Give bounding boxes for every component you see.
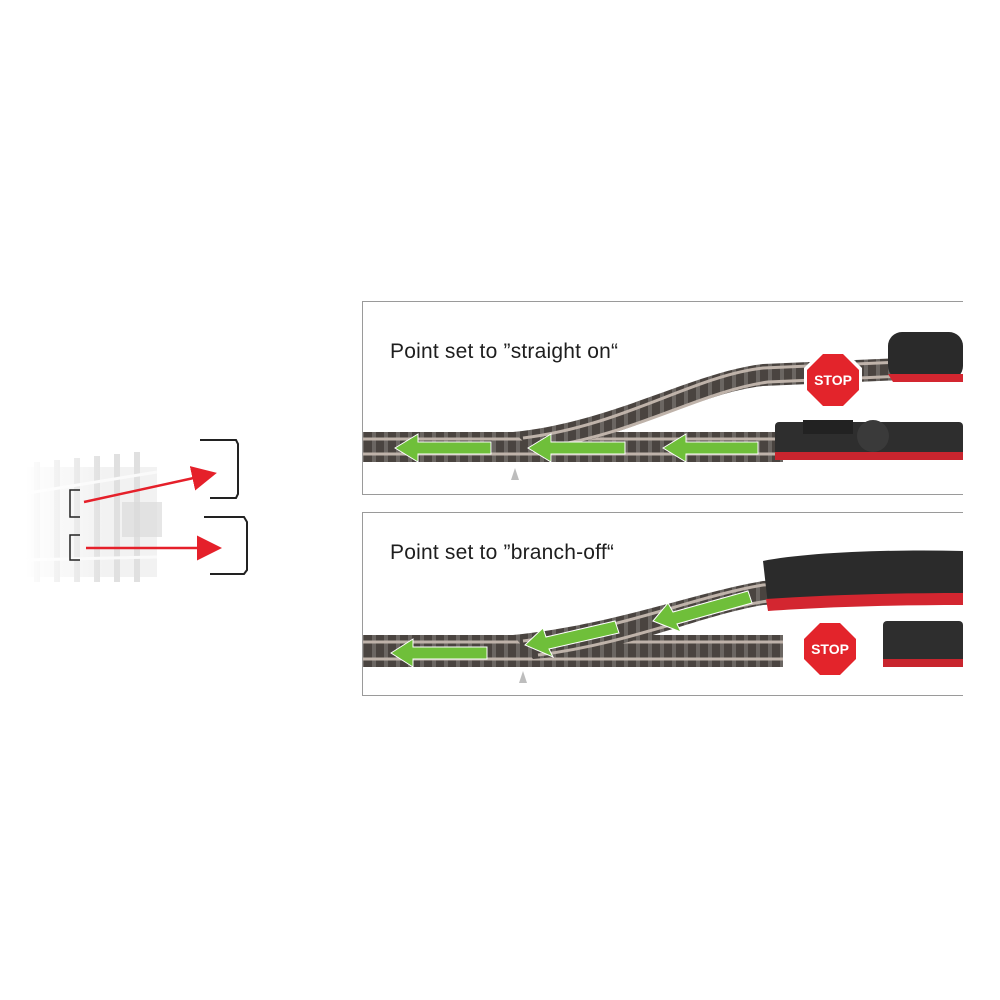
locomotive-branch	[763, 550, 963, 611]
panel-title: Point set to ”straight on“	[390, 340, 619, 363]
tender-branch	[888, 332, 963, 382]
locomotive-straight	[775, 420, 963, 460]
direction-arrows	[394, 433, 759, 463]
track-diagram-branch	[363, 550, 963, 683]
direction-arrows	[390, 590, 753, 668]
contact-detail-icon	[22, 432, 262, 592]
locomotive-straight	[883, 621, 963, 667]
stop-sign-label: STOP	[811, 641, 849, 657]
track-diagram-straight	[363, 332, 963, 480]
panel-branch-off: Point set to ”branch-off“	[362, 512, 963, 696]
contact-detail-inset	[22, 432, 262, 592]
contact-pin	[511, 468, 519, 480]
panel-title: Point set to ”branch-off“	[390, 541, 615, 564]
contact-pin	[519, 671, 527, 683]
stop-sign-label: STOP	[814, 372, 852, 388]
stop-sign	[804, 351, 862, 409]
panel-straight-on: Point set to ”straight on“	[362, 301, 963, 495]
stop-sign	[801, 620, 859, 678]
